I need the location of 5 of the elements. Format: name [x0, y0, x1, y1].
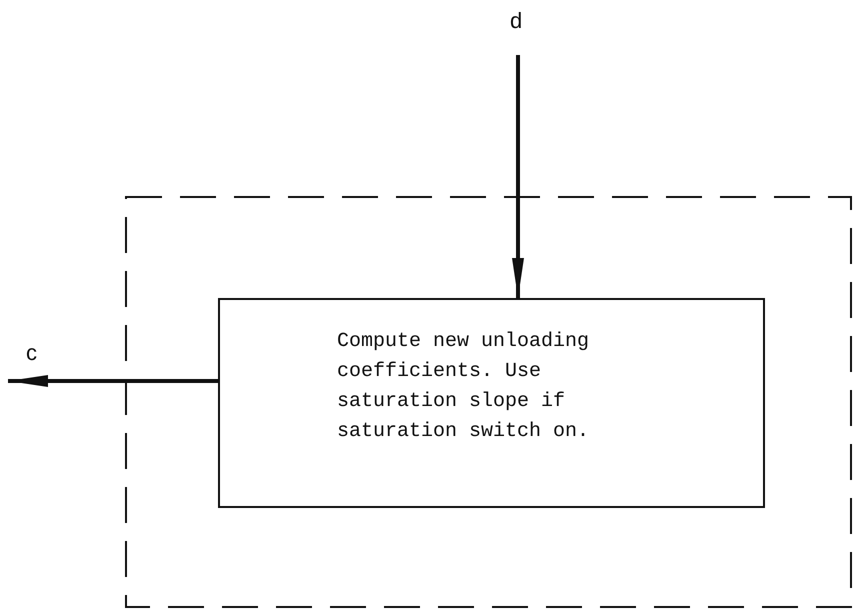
arrow — [512, 55, 524, 298]
process-text: Compute new unloading coefficients. Use saturation slope if saturation switch on. — [337, 329, 590, 445]
process-box — [218, 298, 765, 508]
arrow — [8, 375, 218, 387]
dashed-boundary-box — [125, 196, 852, 608]
